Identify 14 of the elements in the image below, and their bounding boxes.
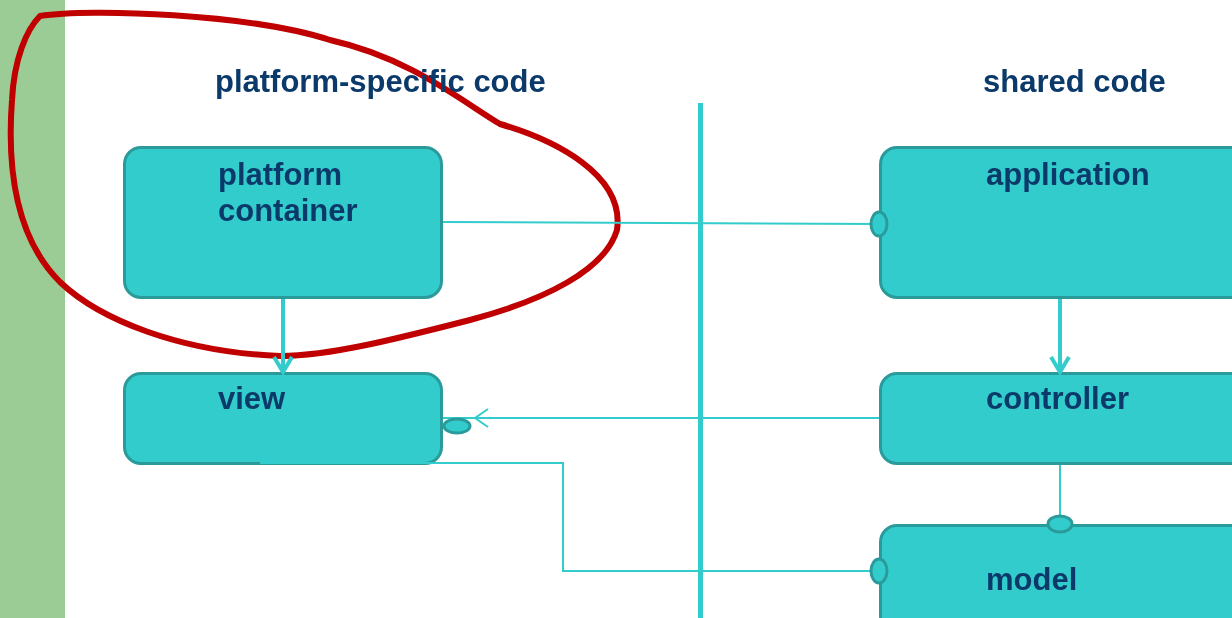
arrow — [1049, 299, 1071, 374]
component-box — [879, 524, 1232, 618]
component-name: application — [986, 157, 1151, 193]
component-box — [123, 372, 443, 465]
component-name: platform container — [218, 157, 359, 229]
component-name: view — [218, 381, 287, 417]
component-box — [123, 146, 443, 299]
section-heading: shared code — [983, 64, 1166, 100]
arrow — [272, 299, 294, 374]
component-name: controller — [986, 381, 1130, 417]
arrow — [442, 408, 880, 428]
component-box — [879, 372, 1232, 465]
component-name: model — [986, 562, 1079, 598]
component-box — [879, 146, 1232, 299]
